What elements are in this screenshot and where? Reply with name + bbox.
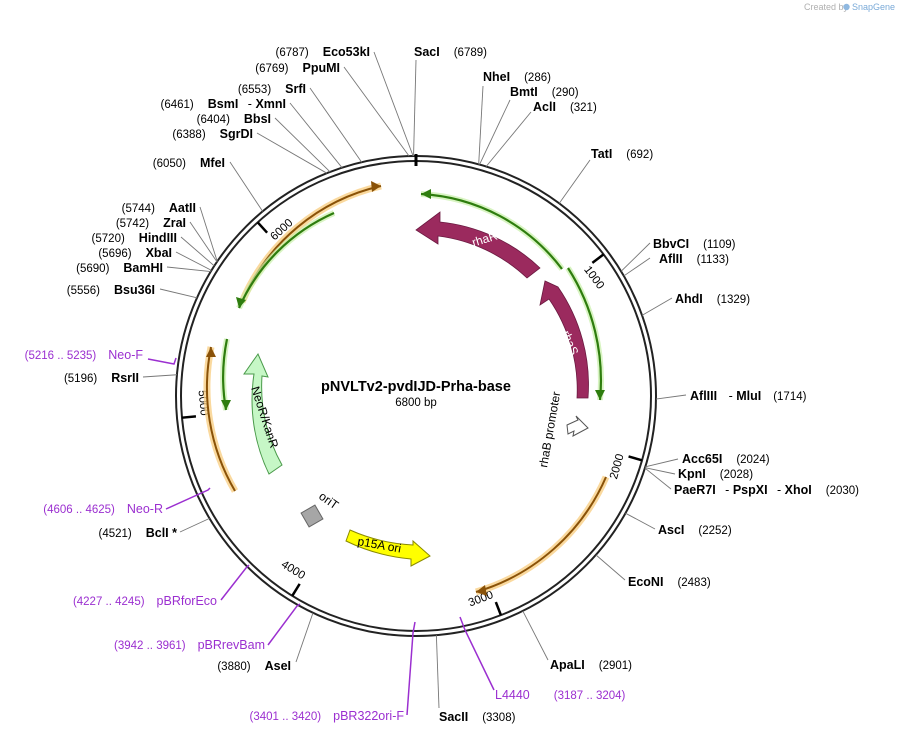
watermark-brand: SnapGene	[852, 2, 895, 12]
leader-line-AflII	[623, 257, 651, 277]
leader-line-BbvCI	[620, 242, 651, 272]
leader-line-NheI	[478, 85, 484, 165]
leader-line-MfeI	[229, 161, 264, 212]
leader-line-ApaLI	[522, 610, 549, 661]
watermark-created-by: Created by	[804, 2, 849, 12]
site-label-NheI: NheI(286)	[483, 70, 551, 84]
feature-rhaB-promoter: rhaB promoter	[536, 391, 589, 469]
rhaB-promoter-label: rhaB promoter	[536, 391, 563, 469]
leader-line-AclI	[485, 111, 532, 167]
tick-mark-6000	[256, 221, 269, 234]
leader-line-SacII	[435, 635, 440, 709]
primer-label-pBRforEco: (4227 .. 4245)pBRforEco	[73, 594, 217, 608]
site-label-AclI: AclI(321)	[533, 100, 597, 114]
tick-label-4000: 4000	[279, 559, 307, 583]
feature-oriT: oriT	[300, 489, 342, 528]
leader-line-SrfI	[309, 87, 363, 163]
site-label-XbaI: (5696)XbaI	[98, 246, 172, 260]
tick-mark-5000	[181, 415, 197, 419]
site-label-BclI: (4521)BclI *	[98, 526, 177, 540]
site-label-Eco53kI: (6787)Eco53kI	[275, 45, 370, 59]
leader-line-SgrDI	[256, 132, 328, 174]
site-label-BbvCI: BbvCI(1109)	[653, 237, 736, 251]
primer-label-L4440: L4440(3187 .. 3204)	[495, 688, 626, 702]
feature-p15A-ori: p15A ori	[345, 529, 431, 567]
site-label-SacI: SacI(6789)	[414, 45, 487, 59]
site-label-KpnI: KpnI(2028)	[678, 467, 753, 481]
oriT-label: oriT	[316, 489, 342, 513]
site-label-AseI: (3880)AseI	[217, 659, 291, 673]
site-label-AscI: AscI(2252)	[658, 523, 732, 537]
leader-line-TatI	[558, 159, 591, 204]
site-label-RsrII: (5196)RsrII	[64, 371, 139, 385]
leader-line-BbsI	[274, 117, 331, 173]
site-label-Bsu36I: (5556)Bsu36I	[67, 283, 155, 297]
site-label-HindIII: (5720)HindIII	[92, 231, 177, 245]
site-label-AflIII-MluI: AflIII - MluI(1714)	[690, 389, 807, 403]
site-label-AatII: (5744)AatII	[122, 201, 196, 215]
site-label-SacII: SacII(3308)	[439, 710, 516, 724]
leader-line-EcoNI	[595, 554, 626, 581]
leader-line-XbaI	[175, 251, 212, 271]
site-label-PpuMI: (6769)PpuMI	[255, 61, 340, 75]
primer-label-pBR322ori-F: (3401 .. 3420)pBR322ori-F	[250, 709, 405, 723]
site-label-BsmI-XmnI: (6461)BsmI - XmnI	[161, 97, 287, 111]
tick-mark-4000	[291, 583, 301, 597]
leader-line-BamHI	[166, 266, 211, 272]
feature-arcs	[203, 181, 610, 596]
site-label-ApaLI: ApaLI(2901)	[550, 658, 632, 672]
leader-line-RsrII	[142, 374, 177, 378]
site-label-PaeR7I: PaeR7I - PspXI - XhoI(2030)	[674, 483, 859, 497]
site-label-BbsI: (6404)BbsI	[197, 112, 271, 126]
leader-line-ZraI	[189, 221, 218, 263]
leader-line-Acc65I	[645, 458, 679, 468]
leader-line-HindIII	[180, 236, 215, 267]
site-label-EcoNI: EcoNI(2483)	[628, 575, 711, 589]
site-label-SrfI: (6553)SrfI	[238, 82, 306, 96]
leader-line-AseI	[295, 612, 314, 663]
leader-line-AhdI	[641, 297, 673, 316]
tick-mark-3000	[494, 601, 503, 616]
primer-label-Neo-F: (5216 .. 5235)Neo-F	[25, 348, 144, 362]
site-label-MfeI: (6050)MfeI	[153, 156, 225, 170]
leader-line-AatII	[199, 206, 218, 262]
leader-line-Bsu36I	[159, 288, 198, 299]
leader-line-Eco53kI	[373, 51, 414, 157]
leader-line-SacI	[413, 59, 417, 157]
site-label-Acc65I: Acc65I(2024)	[682, 452, 770, 466]
leader-line-BclI	[179, 517, 210, 533]
site-leader-lines	[142, 51, 687, 709]
leader-line-AscI	[625, 512, 656, 530]
plasmid-name: pNVLTv2-pvdIJD-Prha-base	[321, 379, 511, 395]
site-label-BmtI: BmtI(290)	[510, 85, 579, 99]
leader-line-BmtI	[479, 99, 511, 165]
site-label-AflII: AflII(1133)	[659, 252, 729, 266]
primer-label-pBRrevBam: (3942 .. 3961)pBRrevBam	[114, 638, 265, 652]
leader-line-PaeR7I	[644, 467, 672, 490]
site-labels: SacI(6789) NheI(286) BmtI(290) AclI(321)…	[64, 45, 859, 724]
leader-line-KpnI	[644, 467, 676, 475]
primer-label-Neo-R: (4606 .. 4625)Neo-R	[43, 502, 163, 516]
site-label-BamHI: (5690)BamHI	[76, 261, 163, 275]
leader-line-PpuMI	[343, 66, 410, 157]
site-label-AhdI: AhdI(1329)	[675, 292, 750, 306]
leader-line-BsmI	[289, 102, 343, 168]
primer-labels: (5216 .. 5235)Neo-F (4606 .. 4625)Neo-R …	[25, 348, 626, 723]
tick-label-2000: 2000	[608, 453, 627, 481]
tick-mark-1000	[591, 253, 605, 264]
site-label-TatI: TatI(692)	[591, 147, 653, 161]
tick-mark-2000	[628, 455, 643, 462]
feature-NeoR-KanR: NeoR/KanR	[243, 352, 283, 475]
leader-line-AflIII	[655, 394, 687, 400]
tick-label-1000: 1000	[581, 264, 606, 292]
plasmid-length: 6800 bp	[395, 397, 437, 409]
primer-leaders	[147, 357, 495, 716]
snapgene-logo-icon	[843, 3, 850, 11]
feature-rhaR: rhaR	[415, 211, 541, 279]
site-label-SgrDI: (6388)SgrDI	[172, 127, 253, 141]
site-label-ZraI: (5742)ZraI	[116, 216, 186, 230]
